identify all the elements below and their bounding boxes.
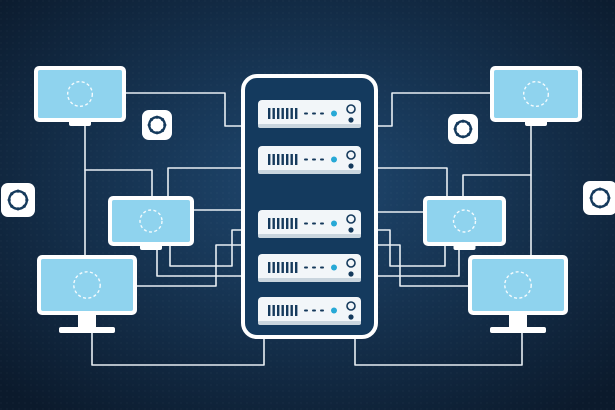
monitor-screen [38, 70, 122, 118]
server-slot [281, 108, 284, 119]
monitor-icon [37, 255, 137, 333]
server-slot [268, 108, 271, 119]
monitor-screen [494, 70, 578, 118]
link-mid-left-bottom-a [156, 245, 244, 277]
link-bottom-right-base [354, 332, 523, 366]
link-top-right-monitor [375, 92, 491, 127]
link-mid-left-top [167, 167, 244, 197]
loading-circle-icon [522, 80, 550, 108]
link-bottom-left-monitor [136, 244, 244, 287]
server-slot [277, 108, 280, 119]
monitors [34, 66, 582, 333]
monitor-screen [112, 200, 190, 242]
server-slot [290, 108, 293, 119]
link-mid-right-bottom-a [375, 245, 460, 277]
server-unit [258, 297, 361, 325]
server-slot [290, 218, 293, 229]
server-slot [286, 305, 289, 316]
server-slot [295, 262, 298, 273]
link-bottom-left-base [91, 332, 265, 366]
server-slot [272, 154, 275, 165]
status-led [331, 264, 337, 271]
server-slot [295, 218, 298, 229]
link-top-left-monitor [125, 92, 244, 127]
link-bottom-right-monitor [375, 244, 469, 287]
server-slot [281, 218, 284, 229]
monitor-icon [423, 196, 506, 250]
monitor-icon [490, 66, 582, 126]
server-rack-icon [241, 74, 378, 339]
server-slot [286, 154, 289, 165]
server-units [258, 100, 361, 325]
server-slot [272, 218, 275, 229]
server-slot [281, 154, 284, 165]
server-slot [290, 154, 293, 165]
status-led [331, 307, 337, 314]
server-unit [258, 254, 361, 282]
server-slot [268, 154, 271, 165]
server-slot [286, 262, 289, 273]
server-unit [258, 100, 361, 128]
server-slot [272, 108, 275, 119]
network-node-icon [1, 183, 35, 217]
loading-circle-icon [139, 209, 163, 233]
server-slot [295, 108, 298, 119]
network-node-icon [583, 181, 615, 215]
server-slot [277, 154, 280, 165]
monitor-icon [468, 255, 568, 333]
network-node-icon [448, 114, 478, 144]
connector-nodes [1, 110, 615, 217]
link-top-right-branch [462, 174, 532, 197]
monitor-screen [472, 259, 564, 311]
server-unit [258, 210, 361, 238]
monitor-screen [41, 259, 133, 311]
link-mid-right-top [375, 167, 448, 197]
server-slot [268, 305, 271, 316]
server-slot [286, 218, 289, 229]
server-slot [272, 262, 275, 273]
loading-circle-icon [66, 80, 94, 108]
monitor-icon [108, 196, 194, 250]
server-slot [277, 218, 280, 229]
server-slot [277, 305, 280, 316]
loading-circle-icon [73, 271, 101, 299]
server-slot [272, 305, 275, 316]
server-slot [295, 154, 298, 165]
server-unit [258, 146, 361, 174]
monitor-screen [427, 200, 502, 242]
server-slot [286, 108, 289, 119]
server-slot [268, 262, 271, 273]
server-slot [290, 262, 293, 273]
link-mid-left-bottom-b [169, 229, 244, 267]
network-node-icon [142, 110, 172, 140]
status-led [331, 220, 337, 227]
monitor-icon [34, 66, 126, 126]
status-led [331, 110, 337, 117]
status-led [331, 156, 337, 163]
loading-circle-icon [504, 271, 532, 299]
link-mid-right-bottom-b [375, 229, 446, 267]
server-slot [295, 305, 298, 316]
loading-circle-icon [452, 209, 477, 233]
server-slot [268, 218, 271, 229]
server-slot [277, 262, 280, 273]
connection-lines [84, 92, 532, 366]
server-slot [281, 262, 284, 273]
link-top-left-branch [84, 169, 153, 197]
server-slot [290, 305, 293, 316]
server-slot [281, 305, 284, 316]
